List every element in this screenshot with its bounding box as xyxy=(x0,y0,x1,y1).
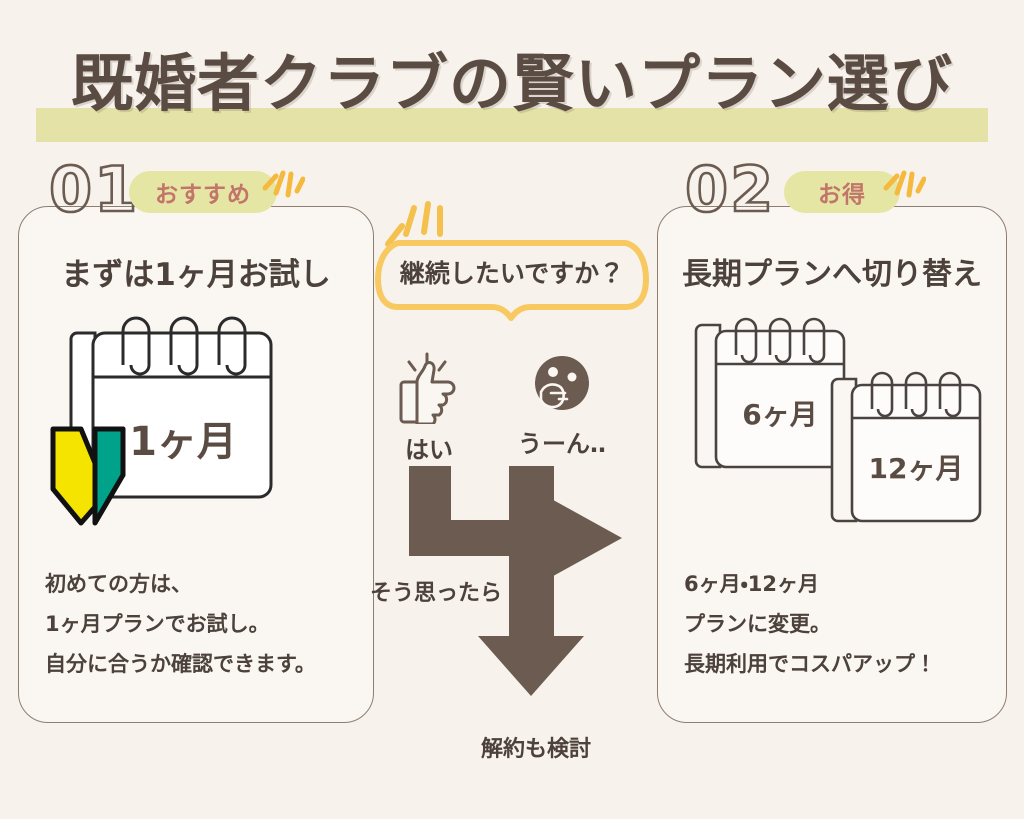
wakaba-mark-icon xyxy=(50,426,126,526)
card-body-line: プランに変更。 xyxy=(684,612,831,636)
card-body-01: 初めての方は、 1ヶ月プランでお試し。 自分に合うか確認できます。 xyxy=(45,564,357,684)
calendar-6month-icon: 6ヶ月 xyxy=(694,317,846,469)
calendar-longterm-icons: 6ヶ月 12ヶ月 xyxy=(694,317,982,523)
card-number-01: 01 xyxy=(48,153,140,226)
card-heading-01: まずは1ヶ月お試し xyxy=(61,257,331,293)
page-title-block: 既婚者クラブの賢いプラン選び xyxy=(0,38,1024,142)
speech-bubble-outline xyxy=(375,240,649,321)
calendar-label-01: 1ヶ月 xyxy=(129,419,237,465)
choice-hmm: うーん‥ xyxy=(503,352,621,459)
badge-otoku: お得 xyxy=(784,171,900,213)
calendar-12month-icon: 12ヶ月 xyxy=(830,371,982,523)
sparkle-icon xyxy=(385,201,443,247)
page-title: 既婚者クラブの賢いプラン選び xyxy=(70,47,953,120)
card-body-02: 6ヶ月・12ヶ月 プランに変更。 長期利用でコスパアップ！ xyxy=(684,564,996,684)
flow-arrows xyxy=(409,466,622,696)
card-body-line: 初めての方は、 xyxy=(45,572,192,596)
thinking-face-icon xyxy=(535,356,589,410)
choice-hmm-label: うーん‥ xyxy=(517,430,606,458)
plan-card-02: 02 お得 長期プランへ切り替え 6 xyxy=(657,157,1007,723)
badge-osusume: おすすめ xyxy=(129,171,277,213)
card-body-line: 自分に合うか確認できます。 xyxy=(45,652,316,676)
calendar-label-6month: 6ヶ月 xyxy=(742,398,817,431)
card-body-line: 1ヶ月プランでお試し。 xyxy=(45,612,270,636)
speech-bubble-text: 継続したいですか？ xyxy=(399,259,625,288)
speech-bubble: 継続したいですか？ xyxy=(374,237,650,321)
thumbs-up-icon xyxy=(399,352,456,426)
label-consider-cancel: 解約も検討 xyxy=(481,737,592,762)
card-body-line: 長期利用でコスパアップ！ xyxy=(684,652,936,676)
choice-yes: はい xyxy=(381,352,477,465)
plan-card-01: 01 おすすめ まずは1ヶ月お試し xyxy=(18,157,374,723)
card-number-02: 02 xyxy=(684,153,776,226)
label-if-you-think-so: そう思ったら xyxy=(370,581,503,606)
card-heading-02: 長期プランへ切り替え xyxy=(682,257,982,292)
choice-yes-label: はい xyxy=(405,436,453,464)
arrow-down-cancel xyxy=(478,466,584,696)
calendar-label-12month: 12ヶ月 xyxy=(869,452,964,485)
card-body-line: 6ヶ月・12ヶ月 xyxy=(684,572,819,596)
calendar-1month-icon: 1ヶ月 xyxy=(50,316,273,526)
title-highlight-bar xyxy=(36,108,988,142)
